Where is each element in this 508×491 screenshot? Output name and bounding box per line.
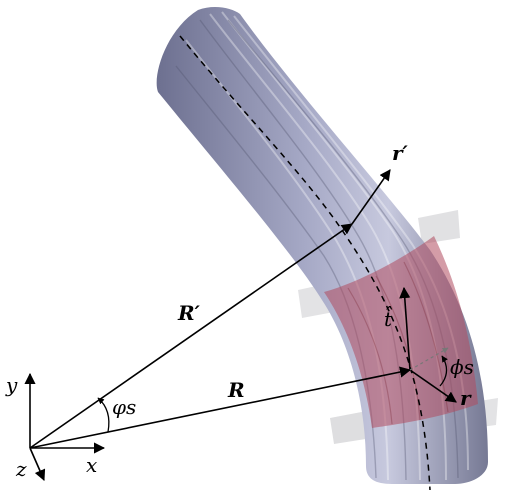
label-R-prime: R′ bbox=[177, 301, 201, 325]
coordinate-axes bbox=[24, 372, 106, 482]
phi-angle-arc bbox=[439, 355, 448, 387]
label-phi-s: ϕs bbox=[450, 355, 474, 379]
dashed-centerline bbox=[179, 35, 431, 491]
z-axis-arrow bbox=[29, 447, 46, 482]
label-axis-z: z bbox=[15, 457, 27, 481]
r-prime-vector bbox=[351, 169, 391, 225]
t-hat-vector bbox=[399, 286, 411, 371]
label-axis-y: y bbox=[5, 373, 18, 397]
R-vector bbox=[29, 366, 412, 449]
label-r: r bbox=[460, 386, 472, 410]
label-t-hat: t̂ bbox=[384, 305, 393, 331]
label-varphi-s: φs bbox=[112, 395, 136, 419]
varphi-angle-arc bbox=[97, 397, 110, 433]
label-R: R bbox=[227, 378, 245, 402]
r-vector bbox=[409, 369, 457, 403]
label-axis-x: x bbox=[86, 453, 97, 477]
label-r-prime: r′ bbox=[392, 141, 409, 165]
R-prime-vector bbox=[29, 223, 353, 449]
phi-reference-line bbox=[409, 347, 449, 371]
